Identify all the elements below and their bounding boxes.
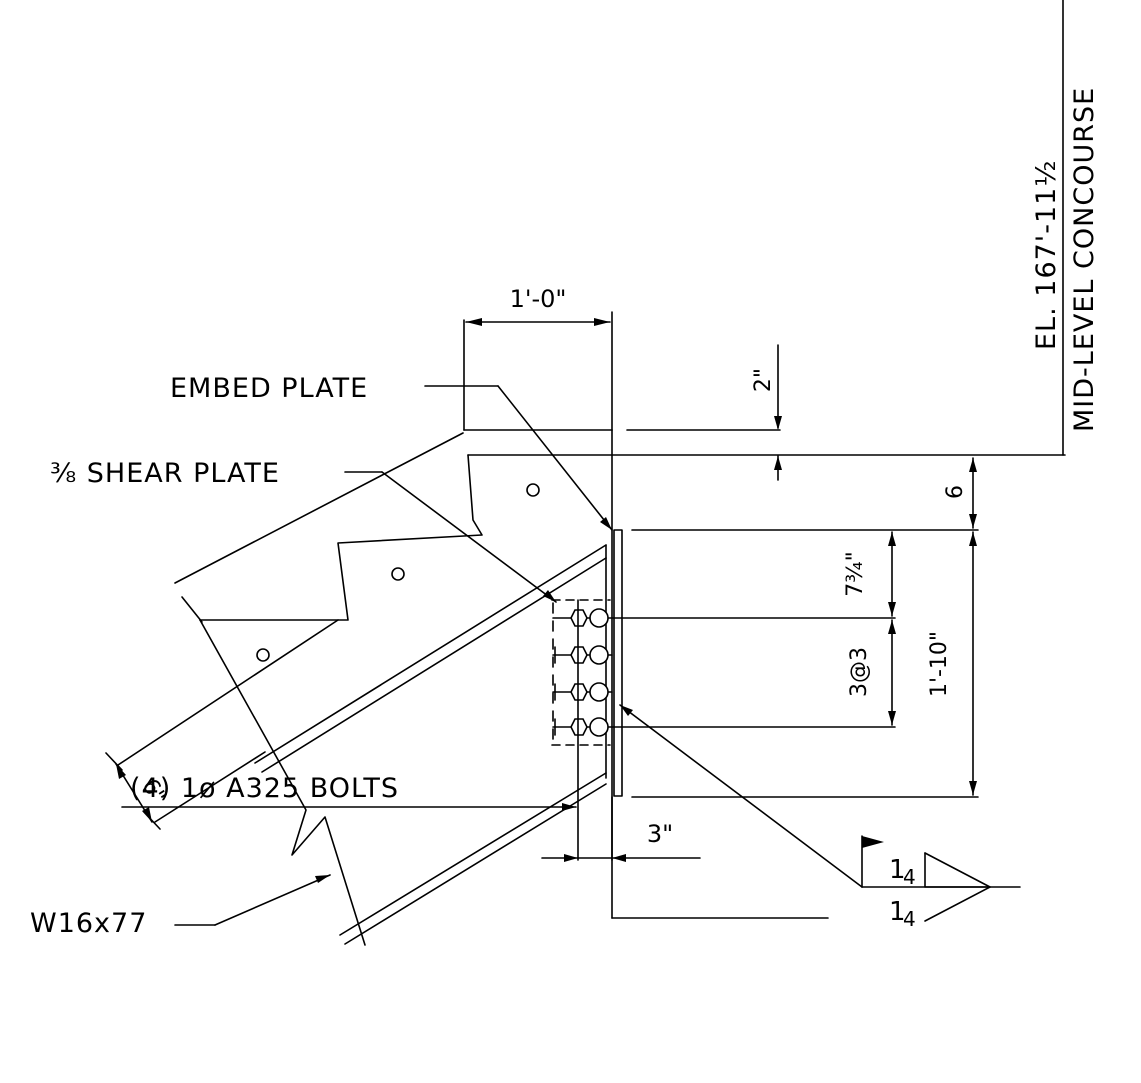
elevation-label: EL. 167'-11½ bbox=[1031, 160, 1062, 351]
dim-plate-height: 1'-10" bbox=[631, 531, 979, 798]
dim-bolt-spacing: 3@3 bbox=[611, 619, 896, 728]
dim-bolt-spacing-label: 3@3 bbox=[847, 647, 872, 697]
slab-hole bbox=[391, 567, 405, 581]
weld-length-top: 4 bbox=[903, 865, 916, 889]
beam-label: W16x77 bbox=[30, 908, 147, 939]
embed-plate-label: EMBED PLATE bbox=[170, 373, 368, 404]
weld-length-bottom: 4 bbox=[903, 907, 916, 931]
slab-section bbox=[117, 432, 540, 823]
slab-hole bbox=[526, 483, 540, 497]
dim-top-width: 1'-0" bbox=[465, 285, 613, 431]
leader-beam: W16x77 bbox=[30, 874, 331, 939]
dim-bolt-edge: 3" bbox=[541, 796, 701, 862]
dim-bolt-edge-label: 3" bbox=[647, 820, 673, 848]
bolt bbox=[552, 608, 613, 628]
weld-size-bottom: 1 bbox=[889, 897, 906, 927]
dim-top-offset: 2" bbox=[626, 344, 782, 481]
bolt bbox=[552, 682, 613, 702]
level-label: MID-LEVEL CONCOURSE bbox=[1069, 87, 1100, 432]
dim-top-width-label: 1'-0" bbox=[510, 285, 567, 313]
elevation-marker: EL. 167'-11½ MID-LEVEL CONCOURSE bbox=[1031, 0, 1100, 456]
bolt-group bbox=[552, 599, 613, 861]
dim-first-bolt: 7¾" bbox=[611, 531, 896, 619]
shear-plate bbox=[551, 599, 611, 746]
embed-plate bbox=[613, 529, 623, 797]
leader-embed-plate: EMBED PLATE bbox=[170, 373, 613, 531]
dim-first-bolt-label: 7¾" bbox=[843, 551, 868, 596]
weld-size-top: 1 bbox=[889, 855, 906, 885]
bolts-label: (4) 1ø A325 BOLTS bbox=[130, 773, 399, 804]
weld-symbol: 1 4 1 4 bbox=[619, 704, 1021, 931]
leader-bolts: (4) 1ø A325 BOLTS bbox=[121, 773, 577, 811]
dim-plate-height-label: 1'-10" bbox=[927, 631, 952, 697]
beam-w16x77 bbox=[181, 544, 607, 946]
dim-top-offset-label: 2" bbox=[751, 368, 776, 392]
slab-hole bbox=[256, 648, 270, 662]
bolt bbox=[552, 645, 613, 665]
dim-plate-top: 6 bbox=[631, 457, 979, 531]
shear-plate-label: ⅜ SHEAR PLATE bbox=[50, 458, 280, 489]
dim-plate-top-label: 6 bbox=[943, 485, 968, 499]
leader-shear-plate: ⅜ SHEAR PLATE bbox=[50, 458, 557, 603]
bolt bbox=[552, 717, 613, 737]
